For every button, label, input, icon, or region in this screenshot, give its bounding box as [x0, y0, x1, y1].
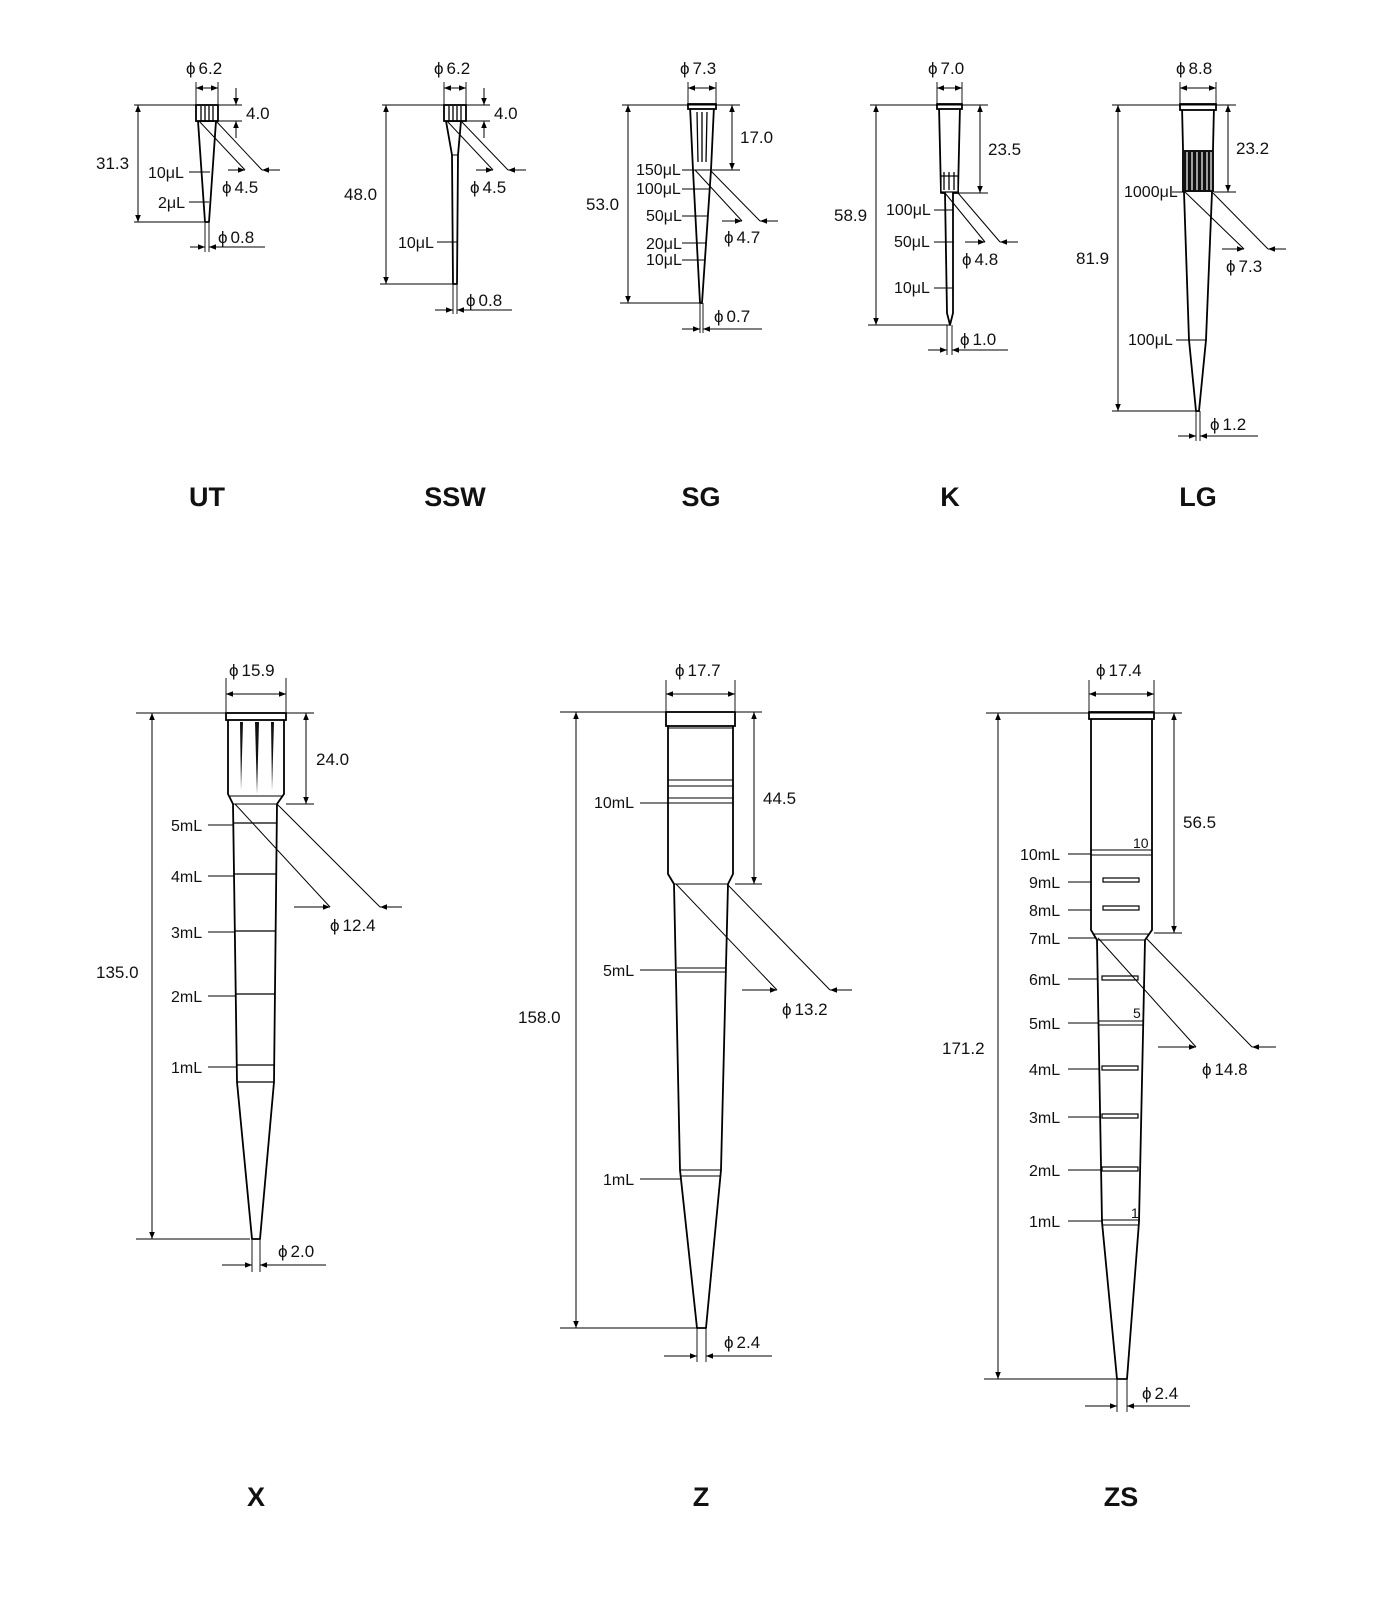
tip-zs-embossed-number: 10 — [1133, 835, 1149, 851]
tip-z-grad-label: 5mL — [603, 963, 634, 980]
tip-ut-total-length: 31.3 — [96, 154, 129, 173]
tip-x-grad-label: 4mL — [171, 869, 202, 886]
tip-ssw-body — [445, 120, 462, 285]
tip-zs-grad-label: 5mL — [1029, 1016, 1060, 1033]
tip-zs-body — [1090, 717, 1153, 1380]
tip-k-name: K — [940, 482, 960, 512]
tip-lg-collar-length: 23.2 — [1236, 139, 1269, 158]
tip-ssw-grad-label: 10μL — [398, 235, 434, 252]
tip-x-grad-label: 3mL — [171, 925, 202, 942]
tip-x-collar-length: 24.0 — [316, 750, 349, 769]
tip-sg-grad-label: 10μL — [646, 252, 682, 269]
tip-ssw-flange-height: 4.0 — [494, 104, 518, 123]
tip-zs-grad-label: 10mL — [1020, 847, 1060, 864]
tip-sg-name: SG — [681, 482, 720, 512]
tip-ut-grad-label: 2μL — [158, 195, 185, 212]
tip-z-grad-label: 10mL — [594, 795, 634, 812]
tip-zs-embossed-number: 5 — [1133, 1005, 1141, 1021]
tip-zs-grad-label: 4mL — [1029, 1062, 1060, 1079]
tip-ut-grad-label: 10μL — [148, 165, 184, 182]
tip-k-body — [938, 105, 961, 326]
tip-k-collar-length: 23.5 — [988, 140, 1021, 159]
tip-x-grad-label: 5mL — [171, 818, 202, 835]
tip-zs-grad-label: 3mL — [1029, 1110, 1060, 1127]
tip-zs-embossed-number: 1 — [1131, 1205, 1139, 1221]
tip-zs-grad-label: 2mL — [1029, 1163, 1060, 1180]
tip-k-grad-label: 10μL — [894, 280, 930, 297]
tip-x-name: X — [247, 1482, 265, 1512]
tip-ssw-total-length: 48.0 — [344, 185, 377, 204]
tip-zs-collar-length: 56.5 — [1183, 813, 1216, 832]
tip-ssw-name: SSW — [424, 482, 486, 512]
tip-x-grad-label: 1mL — [171, 1060, 202, 1077]
tip-k-grad-label: 100μL — [886, 202, 931, 219]
tip-sg-total-length: 53.0 — [586, 195, 619, 214]
tip-z-collar-length: 44.5 — [763, 789, 796, 808]
tip-zs-total-length: 171.2 — [942, 1039, 985, 1058]
tip-sg-grad-label: 100μL — [636, 181, 681, 198]
tip-sg-grad-label: 50μL — [646, 208, 682, 225]
tip-ut-flange — [195, 104, 219, 122]
tip-sg-collar-length: 17.0 — [740, 128, 773, 147]
tip-z-name: Z — [693, 1482, 710, 1512]
tip-zs-grad-label: 8mL — [1029, 903, 1060, 920]
tip-zs-name: ZS — [1104, 1482, 1139, 1512]
tip-lg-name: LG — [1179, 482, 1217, 512]
tip-x-total-length: 135.0 — [96, 963, 139, 982]
tip-k-grad-label: 50μL — [894, 234, 930, 251]
tip-z-grad-label: 1mL — [603, 1172, 634, 1189]
tip-z-total-length: 158.0 — [518, 1008, 561, 1027]
tip-sg-grad-label: 20μL — [646, 236, 682, 253]
tip-ut-name: UT — [189, 482, 225, 512]
tip-zs-grad-label: 6mL — [1029, 972, 1060, 989]
tip-zs-grad-label: 1mL — [1029, 1214, 1060, 1231]
tip-zs-grad-label: 9mL — [1029, 875, 1060, 892]
tip-x-grad-label: 2mL — [171, 989, 202, 1006]
tip-ut-flange-height: 4.0 — [246, 104, 270, 123]
tip-z-body — [667, 724, 734, 1329]
tip-k-total-length: 58.9 — [834, 206, 867, 225]
tip-lg-grad-label: 1000μL — [1124, 184, 1178, 201]
tip-lg-grad-label: 100μL — [1128, 332, 1173, 349]
tip-lg-total-length: 81.9 — [1076, 249, 1109, 268]
tip-sg-grad-label: 150μL — [636, 162, 681, 179]
tip-ssw-flange — [443, 104, 467, 122]
tip-zs-grad-label: 7mL — [1029, 931, 1060, 948]
